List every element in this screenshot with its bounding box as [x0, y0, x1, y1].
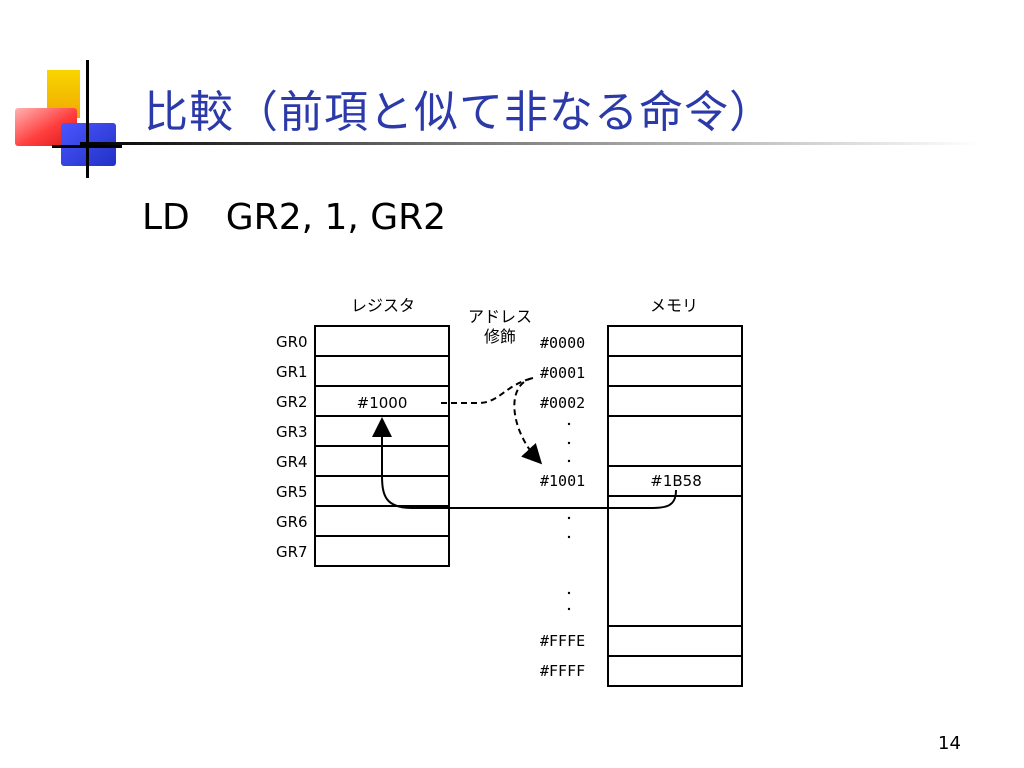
gr2-value: #1000 [357, 394, 408, 412]
register-label: GR0 [276, 333, 308, 351]
logo-horizontal-line [52, 145, 122, 148]
memory-header: メモリ [650, 296, 698, 315]
address-label: #FFFE [540, 632, 585, 650]
address-label: #0001 [540, 364, 585, 382]
register-label: GR2 [276, 393, 308, 411]
page-number: 14 [938, 733, 961, 754]
memory-value: #1B58 [650, 472, 702, 490]
register-label: GR7 [276, 543, 308, 561]
address-modification-label-line1: アドレス [468, 307, 532, 326]
register-label: GR5 [276, 483, 308, 501]
address-label: #1001 [540, 472, 585, 490]
address-label: #FFFF [540, 662, 585, 680]
address-modification-dashed-line [441, 377, 534, 404]
register-label: GR4 [276, 453, 308, 471]
address-labels: #0000 #0001 #0002 #1001 #FFFE #FFFF [540, 334, 585, 680]
slide-logo [15, 60, 122, 178]
address-label: #0002 [540, 394, 585, 412]
address-modification-dashed-arrow [513, 377, 543, 465]
address-modification-label-line2: 修飾 [484, 327, 516, 346]
register-label: GR3 [276, 423, 308, 441]
register-label: GR6 [276, 513, 308, 531]
load-value-arrow [372, 417, 677, 509]
register-labels: GR0 GR1 GR2 GR3 GR4 GR5 GR6 GR7 [276, 333, 308, 561]
register-table [314, 325, 450, 567]
instruction-text: LD GR2, 1, GR2 [142, 197, 447, 238]
title-underline [80, 142, 980, 145]
memory-table [607, 325, 743, 687]
register-label: GR1 [276, 363, 308, 381]
logo-vertical-line [86, 60, 89, 178]
register-header: レジスタ [351, 296, 415, 315]
address-ellipsis-dots [567, 422, 571, 611]
slide-title: 比較（前項と似て非なる命令） [144, 87, 774, 138]
address-label: #0000 [540, 334, 585, 352]
